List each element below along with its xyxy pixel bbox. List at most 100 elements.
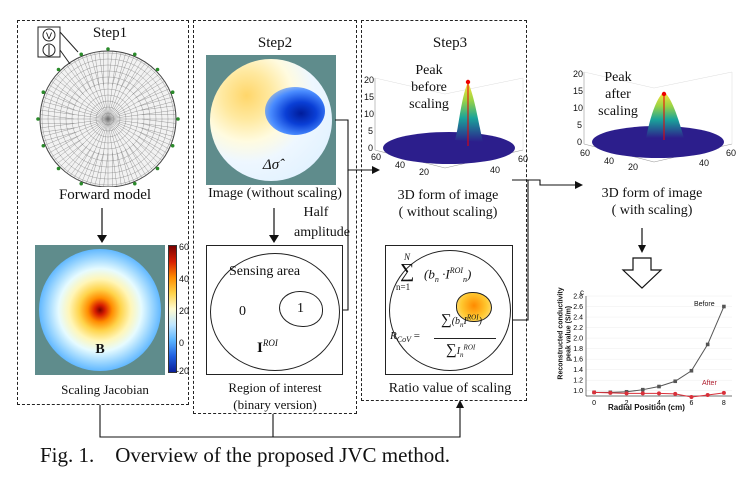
rcov: R (390, 330, 397, 342)
chart-ytick: 1.0 (573, 388, 583, 395)
electrode-marker (170, 143, 175, 148)
roi-box: Sensing area 0 1 IROI (206, 245, 343, 375)
chart-ytick: 1.4 (573, 367, 583, 374)
z-tick: 10 (573, 103, 584, 113)
scaling-jacobian-label: Scaling Jacobian (61, 382, 149, 397)
chart-ylabel-1: Reconstructed conductivity (557, 287, 565, 380)
figure-caption: Fig. 1. Overview of the proposed JVC met… (40, 443, 451, 467)
roi-symbol-base: I (257, 340, 263, 356)
electrode-marker (79, 181, 84, 186)
z-tick: 20 (573, 69, 584, 79)
z-tick: 10 (364, 109, 375, 119)
x-tick: 60 (580, 148, 591, 158)
arrow-down-icon (269, 208, 279, 243)
surface-plot-before (374, 77, 524, 169)
eq-equals: = (413, 330, 420, 342)
y-tick: 40 (490, 165, 501, 175)
step3-panel (361, 20, 527, 401)
step2-panel (193, 20, 357, 414)
half-label: Half (303, 205, 329, 220)
electrode-marker (155, 67, 160, 72)
chart-point (608, 390, 613, 395)
roi-one: 1 (297, 301, 304, 316)
jacobian-letter: B (95, 342, 105, 357)
electrode-marker (170, 90, 175, 95)
chart-point (673, 391, 678, 396)
chart-ytick: 2.4 (573, 315, 583, 322)
reconstructed-image: Δσ̂ (206, 55, 336, 185)
ratio-box: N ∑ n=1 (bn ·IROIn) RCoV = ∑(bnIROI) ∑In… (385, 245, 513, 375)
electrode-marker (79, 52, 84, 57)
3d-form-without-label-1: 3D form of image (397, 188, 499, 203)
x-tick: 60 (371, 152, 382, 162)
3d-form-without-label-2: ( without scaling) (398, 205, 498, 220)
chart-ytick: 2.2 (573, 325, 583, 332)
electrode-marker (132, 181, 137, 186)
colorbar-tick: 40 (179, 274, 190, 284)
chart-point (673, 379, 678, 384)
chart-ytick: 1.6 (573, 357, 583, 364)
eq-dot: ·I (438, 266, 450, 282)
arrow-down-icon (97, 208, 107, 243)
chart-ylabel-2: peak value (S/m) (565, 305, 573, 362)
y-tick: 60 (518, 154, 529, 164)
roi-symbol: IROI (257, 338, 278, 357)
roi-zero: 0 (239, 304, 246, 319)
region-of-interest-label: Region of interest (228, 380, 322, 395)
electrode-marker (155, 166, 160, 171)
y-tick: 40 (699, 158, 710, 168)
chart-legend-before: Before (694, 301, 715, 308)
y-tick: 60 (726, 148, 737, 158)
delta-sigma: Δσ̂ (262, 157, 280, 173)
x-tick: 20 (419, 167, 430, 177)
jacobian-image: B (35, 245, 165, 375)
electrode-marker (56, 166, 61, 171)
chart-point (721, 390, 726, 395)
chart-xtick: 2 (625, 400, 629, 407)
chart-xtick: 6 (689, 400, 693, 407)
step3-title: Step3 (432, 35, 468, 51)
eq-sum-top: N (404, 252, 411, 262)
electrode-marker (41, 90, 46, 95)
peak-before-label-1: Peak (415, 63, 443, 78)
3d-form-with-label-1: 3D form of image (601, 186, 703, 201)
x-tick: 20 (628, 162, 639, 172)
electrode-marker (106, 47, 110, 51)
eq-close: ) (467, 266, 472, 282)
electrode-marker (36, 117, 40, 121)
chart-point (592, 390, 597, 395)
electrode-marker (176, 117, 180, 121)
voltmeter-icon: V (37, 26, 79, 65)
step2-title: Step2 (257, 35, 293, 51)
chart-point (689, 368, 694, 373)
rcov-sub: CoV (396, 335, 411, 345)
chart-point (640, 391, 645, 396)
x-tick: 40 (604, 156, 615, 166)
step1-panel (17, 20, 189, 405)
chart-xtick: 8 (722, 400, 726, 407)
electrode-marker (132, 52, 137, 57)
chart-xtick: 4 (657, 400, 661, 407)
colorbar-tick: 60 (179, 242, 190, 252)
z-tick: 0 (577, 137, 583, 147)
image-without-scaling-label: Image (without scaling) (208, 186, 342, 201)
colorbar-tick: 20 (179, 306, 190, 316)
chart-panel-letter: c (580, 288, 584, 297)
chart-point (689, 395, 694, 400)
chart-point (624, 391, 629, 396)
ratio-value-label: Ratio value of scaling (388, 381, 512, 396)
peak-after-label-3: scaling (598, 104, 638, 119)
chart-ytick: 2.0 (573, 336, 583, 343)
forward-model-label: Forward model (58, 187, 152, 203)
eq-rcov: RCoV = (390, 330, 420, 344)
chart-point (705, 392, 710, 397)
colorbar-tick: 0 (179, 338, 185, 348)
z-tick: 5 (368, 126, 374, 136)
eq-numerator: ∑(bnIROI) (441, 312, 482, 329)
electrode-marker (56, 67, 61, 72)
peak-after-label-2: after (605, 87, 631, 102)
surface-plot-after (583, 71, 733, 163)
step1-title: Step1 (92, 25, 128, 41)
eq-sup: ROI (449, 266, 464, 275)
